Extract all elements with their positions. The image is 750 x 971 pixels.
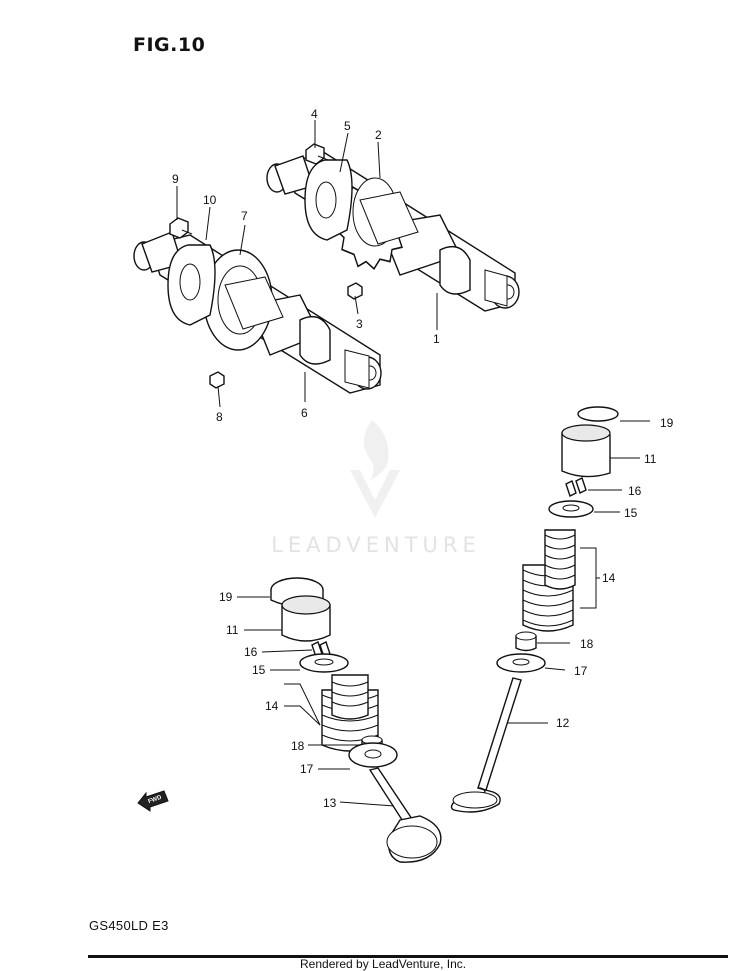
cam-retainer-plate-5[interactable] [304, 159, 353, 241]
callout-10: 10 [203, 193, 217, 207]
callout-19-right: 19 [660, 416, 674, 430]
springs-14-left[interactable] [321, 674, 379, 752]
spring-seat-17-left[interactable] [348, 742, 398, 768]
shim-19-right[interactable] [577, 406, 619, 422]
callout-15-right: 15 [624, 506, 638, 520]
forward-arrow-label: FWD [148, 795, 164, 806]
callout-3: 3 [356, 317, 363, 331]
valve-12[interactable] [450, 677, 522, 813]
dowel-pin-8[interactable] [209, 371, 225, 389]
leader-lines [176, 120, 650, 807]
dowel-pin-3[interactable] [347, 282, 363, 300]
callout-9: 9 [172, 172, 179, 186]
watermark-text: LEADVENTURE [271, 533, 481, 557]
callout-1: 1 [433, 332, 440, 346]
cam-retainer-plate-10[interactable] [167, 244, 216, 326]
callout-5: 5 [344, 119, 351, 133]
model-code: GS450LD E3 [89, 918, 169, 933]
callout-2: 2 [375, 128, 382, 142]
bolt-4[interactable] [305, 143, 329, 165]
callout-17-left: 17 [300, 762, 314, 776]
callout-4: 4 [311, 107, 318, 121]
callout-8: 8 [216, 410, 223, 424]
callout-14-left: 14 [265, 699, 279, 713]
callout-16-right: 16 [628, 484, 642, 498]
callout-18-right: 18 [580, 637, 594, 651]
tappet-11-left[interactable] [281, 595, 331, 642]
footer-divider [88, 955, 728, 958]
forward-arrow: FWD [137, 790, 169, 812]
callout-18-left: 18 [291, 739, 305, 753]
callout-15-left: 15 [252, 663, 266, 677]
valve-13[interactable] [368, 767, 442, 863]
callout-12: 12 [556, 716, 570, 730]
callout-19-left: 19 [219, 590, 233, 604]
figure-title: FIG.10 [133, 34, 206, 56]
callout-11-left: 11 [226, 623, 239, 637]
footer-credit: Rendered by LeadVenture, Inc. [300, 957, 467, 971]
callout-13: 13 [323, 796, 337, 810]
retainer-15-right[interactable] [548, 500, 594, 518]
tappet-11-right[interactable] [561, 424, 611, 478]
springs-14-right[interactable] [522, 529, 576, 632]
callout-11-right: 11 [644, 452, 657, 466]
spring-seat-17-right[interactable] [496, 653, 546, 673]
callout-16-left: 16 [244, 645, 258, 659]
callout-17-right: 17 [574, 664, 588, 678]
watermark-logo [350, 420, 400, 518]
callout-7: 7 [241, 209, 248, 223]
callout-14-right: 14 [602, 571, 616, 585]
bolt-9[interactable] [169, 217, 193, 239]
callout-6: 6 [301, 406, 308, 420]
cam-sprocket-intake[interactable] [203, 249, 284, 351]
callout-labels: 1 2 3 4 5 6 7 8 9 10 19 11 16 15 14 18 1… [172, 107, 674, 810]
stem-seal-18-right[interactable] [515, 631, 537, 652]
retainer-15-left[interactable] [299, 653, 349, 673]
cotter-16-right[interactable] [565, 477, 587, 497]
